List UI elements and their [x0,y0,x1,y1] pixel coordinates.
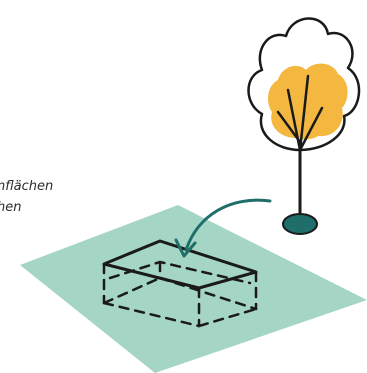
box-hidden-edges [102,260,258,328]
box-bottom-front-left [102,301,201,328]
caption-line-1: nflächen [0,179,54,194]
tree-branches [276,74,324,152]
box-top-rim [102,239,258,290]
tree-base [282,213,318,235]
arrow-head [174,238,197,258]
curved-arrow-icon [184,198,272,252]
deciduous-tree-icon [247,17,361,235]
caption-line-2: hen [0,200,22,215]
tree-foliage [268,63,348,140]
box-hidden-bottom-left [102,276,162,305]
box-bottom-front-right [197,307,258,328]
